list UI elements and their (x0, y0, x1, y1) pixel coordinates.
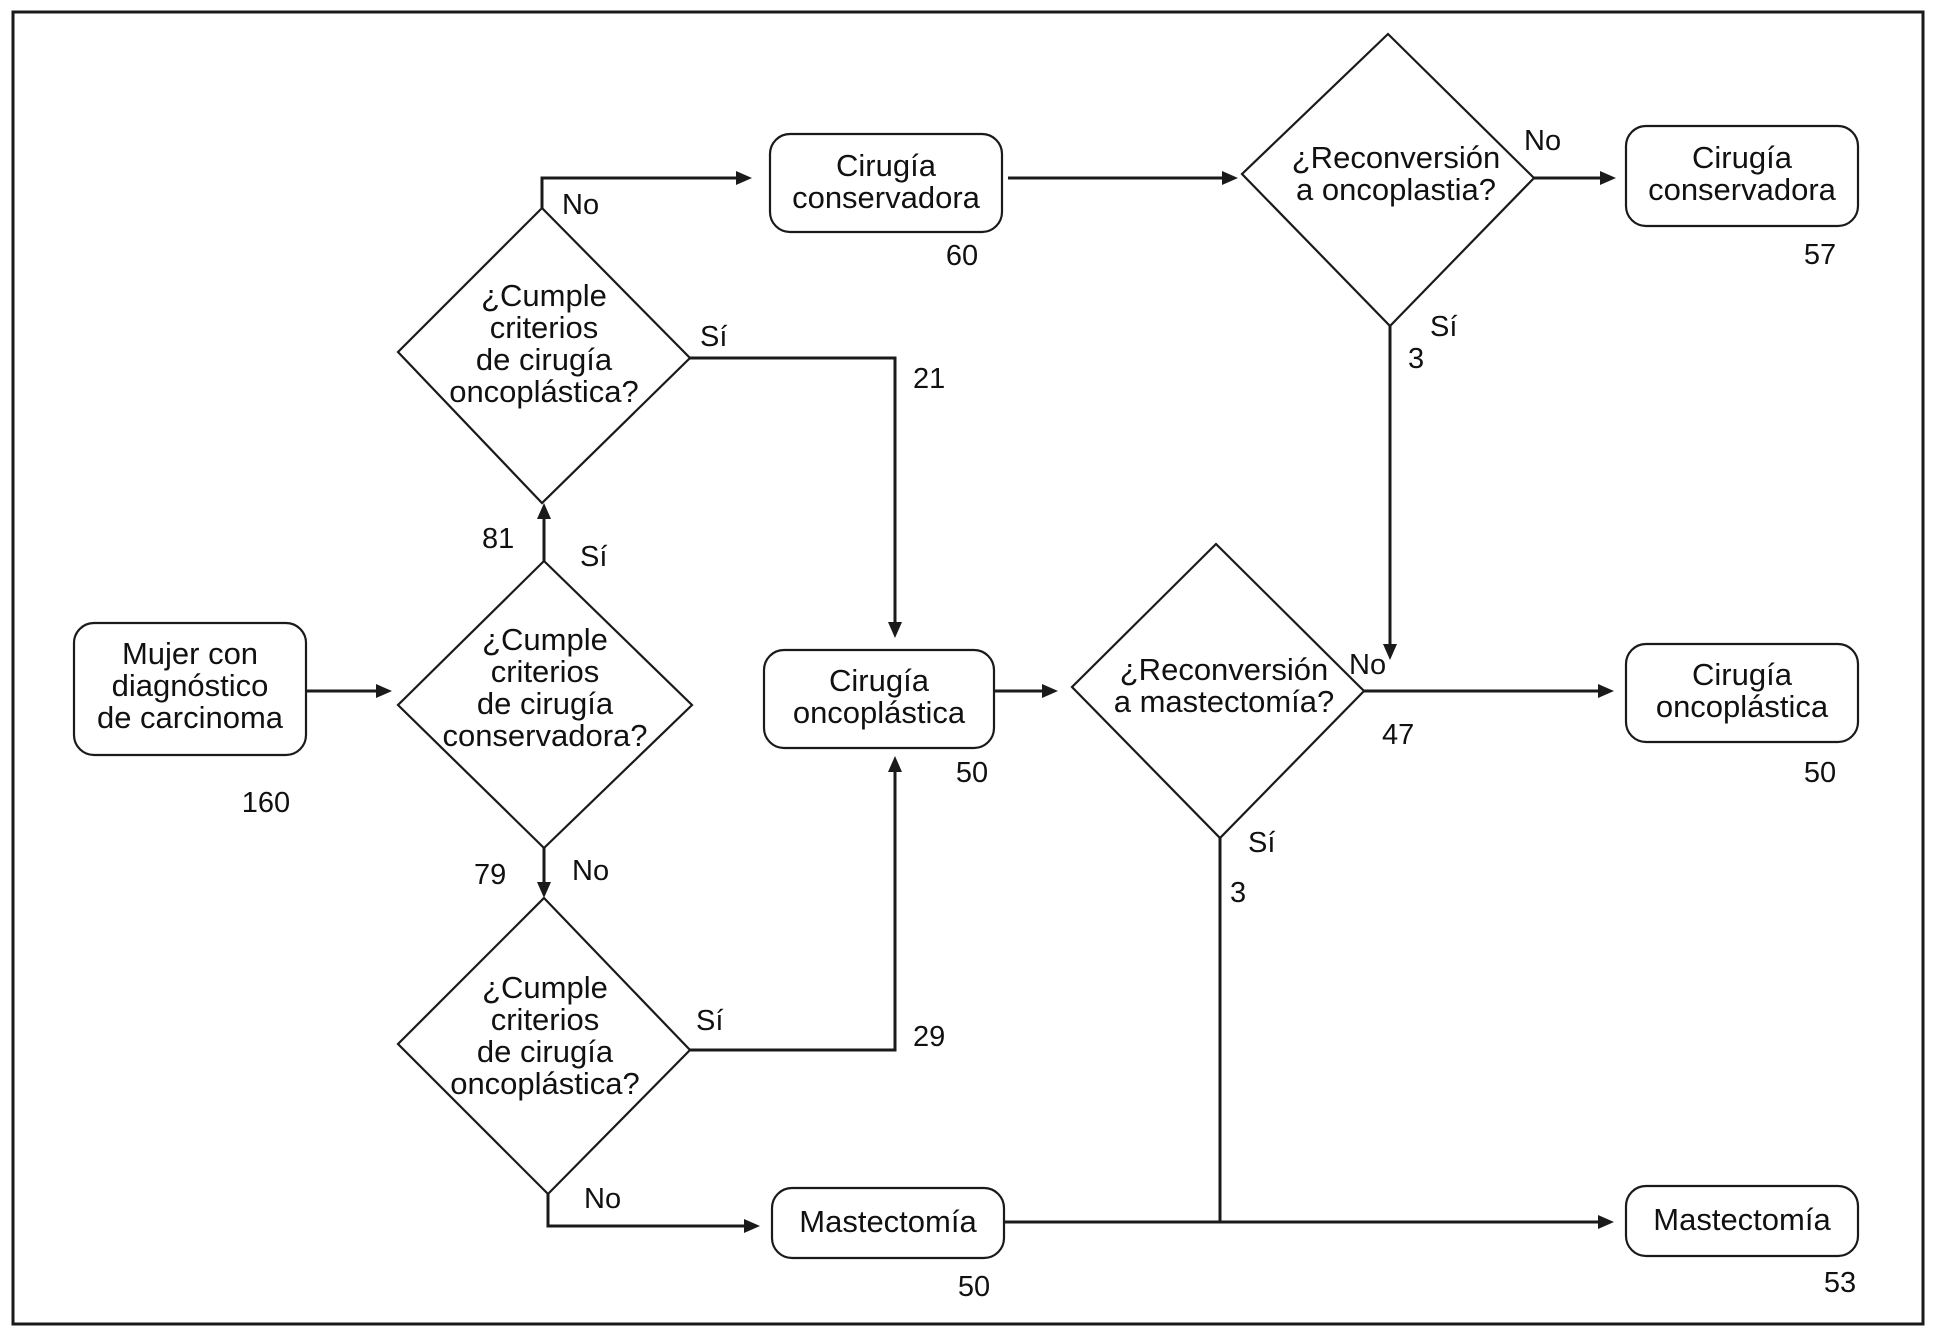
edge-label-no: No (1349, 649, 1386, 681)
node-count: 50 (956, 757, 988, 789)
node-label-line: oncoplástica (1656, 689, 1829, 724)
edge-count: 3 (1408, 343, 1424, 375)
edge-q-oncoplastica-bottom-no: No (546, 1183, 760, 1233)
node-final-cirugia-conservadora: Cirugía conservadora 57 (1624, 124, 1860, 271)
node-label-line: oncoplástica? (450, 1066, 640, 1101)
node-count: 57 (1804, 239, 1836, 271)
node-label-line: criterios (490, 310, 599, 345)
node-final-cirugia-oncoplastica: Cirugía oncoplástica 50 (1624, 642, 1860, 789)
node-label-line: Mastectomía (799, 1204, 977, 1239)
node-label-line: criterios (491, 654, 600, 689)
edge-count: 47 (1382, 719, 1414, 751)
node-final-mastectomia: Mastectomía 53 (1624, 1184, 1860, 1299)
edge-label-no: No (572, 855, 609, 887)
node-label-line: oncoplástica (793, 695, 966, 730)
node-label-line: de cirugía (477, 686, 614, 721)
node-count: 50 (958, 1271, 990, 1303)
node-label-line: ¿Cumple (481, 278, 607, 313)
decision-reconversion-oncoplastia: ¿Reconversión a oncoplastia? (1240, 32, 1536, 328)
edge-label-si: Sí (696, 1005, 723, 1037)
node-label-line: Cirugía (836, 148, 937, 183)
node-label-line: conservadora (792, 180, 981, 215)
edge-count: 29 (913, 1021, 945, 1053)
edge-reconversion-mastectomia-si: Sí 3 (1218, 827, 1275, 1222)
decision-q-oncoplastica-top: ¿Cumple criterios de cirugía oncoplástic… (396, 206, 692, 505)
node-label-line: conservadora (1648, 172, 1837, 207)
node-mastectomia: Mastectomía 50 (770, 1186, 1006, 1303)
node-label-line: Cirugía (829, 663, 930, 698)
node-count: 50 (1804, 757, 1836, 789)
node-count: 60 (946, 240, 978, 272)
outer-frame (11, 10, 1925, 1326)
node-label-line: conservadora? (442, 718, 647, 753)
edge-q-oncoplastica-bottom-si: Sí 29 (690, 756, 945, 1053)
edge-reconversion-oncoplastia-si: Sí 3 (1383, 311, 1457, 660)
node-cirugia-conservadora: Cirugía conservadora 60 (768, 132, 1004, 272)
node-cirugia-oncoplastica: Cirugía oncoplástica 50 (762, 648, 996, 789)
node-label-line: ¿Cumple (482, 970, 608, 1005)
node-label-line: oncoplástica? (449, 374, 639, 409)
node-start: Mujer con diagnóstico de carcinoma 160 (72, 621, 308, 819)
edge-label-si: Sí (580, 541, 607, 573)
edge-oncoplastica-to-reconversion-mastectomia (994, 684, 1058, 698)
edge-reconversion-mastectomia-no: No 47 (1349, 649, 1614, 751)
edge-count: 21 (913, 363, 945, 395)
edge-q-oncoplastica-top-no: No (540, 171, 752, 221)
edge-conservadora-to-reconversion-oncoplastia (1008, 171, 1238, 185)
decision-q-oncoplastica-bottom: ¿Cumple criterios de cirugía oncoplástic… (396, 896, 692, 1196)
edge-q-oncoplastica-top-si: Sí 21 (690, 321, 945, 638)
edge-mastectomia-to-final (1004, 1215, 1614, 1229)
edge-label-si: Sí (1430, 311, 1457, 343)
node-label-line: Mujer con (122, 636, 258, 671)
node-count: 53 (1824, 1267, 1856, 1299)
node-label-line: a mastectomía? (1114, 684, 1335, 719)
node-label-line: ¿Cumple (482, 622, 608, 657)
edge-label-no: No (584, 1183, 621, 1215)
node-label-line: de cirugía (477, 1034, 614, 1069)
edge-label-no: No (1524, 125, 1561, 157)
node-count: 160 (242, 787, 290, 819)
edge-count: 3 (1230, 877, 1246, 909)
node-label-line: a oncoplastia? (1296, 172, 1496, 207)
edge-label-si: Sí (700, 321, 727, 353)
edge-reconversion-oncoplastia-no: No (1524, 125, 1616, 185)
node-label-line: ¿Reconversión (1120, 652, 1328, 687)
node-label-line: ¿Reconversión (1292, 140, 1500, 175)
edge-label-no: No (562, 189, 599, 221)
node-label-line: criterios (491, 1002, 600, 1037)
decision-q-conservadora: ¿Cumple criterios de cirugía conservador… (396, 559, 694, 850)
edge-label-si: Sí (1248, 827, 1275, 859)
node-label-line: diagnóstico (112, 668, 269, 703)
node-label-line: Cirugía (1692, 140, 1793, 175)
node-label-line: de cirugía (476, 342, 613, 377)
edge-start-to-q-conservadora (306, 684, 392, 698)
edge-q-conservadora-si: Sí 81 (482, 503, 607, 573)
node-label-line: Mastectomía (1653, 1202, 1831, 1237)
decision-reconversion-mastectomia: ¿Reconversión a mastectomía? (1070, 542, 1366, 840)
node-label-line: de carcinoma (97, 700, 284, 735)
edge-q-conservadora-no: No 79 (474, 848, 609, 898)
edge-count: 81 (482, 523, 514, 555)
edge-count: 79 (474, 859, 506, 891)
node-label-line: Cirugía (1692, 657, 1793, 692)
